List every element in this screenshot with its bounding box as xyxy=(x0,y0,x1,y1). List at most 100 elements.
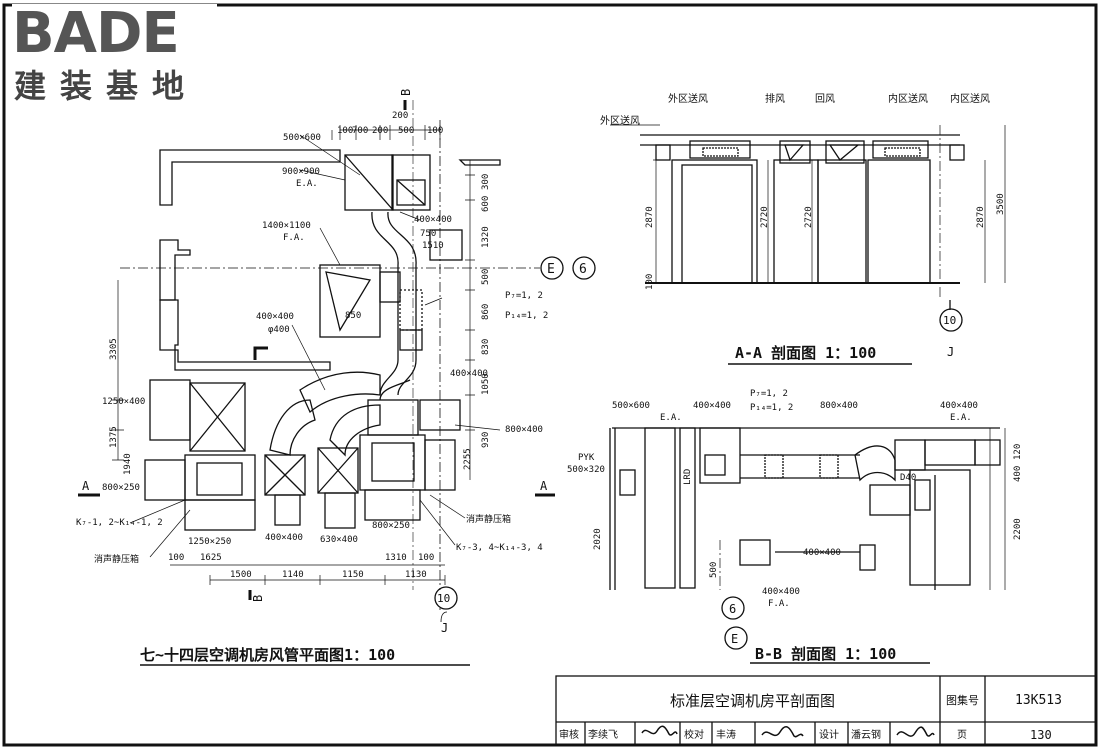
designer-signature xyxy=(896,726,935,737)
bb-label-14: F.A. xyxy=(768,599,790,609)
section-aa-view xyxy=(610,124,1006,365)
aa-label-5: 外区送风 xyxy=(600,114,640,127)
bb-label-0: 500×600 xyxy=(612,401,650,411)
aa-label-3: 内区送风 xyxy=(888,92,928,105)
plan-duct-label-8: 800×400 xyxy=(505,425,543,435)
aa-title: A-A 剖面图 1：100 xyxy=(735,344,876,362)
design-label: 设计 xyxy=(819,728,839,741)
plan-text: 100 700 200 500 100 200 500×600 900×900 … xyxy=(76,89,587,664)
logo-brand: BADE xyxy=(12,1,180,66)
plan-duct-label-5: 400×400 xyxy=(256,312,294,322)
plan-dim-top-0: 100 xyxy=(337,126,353,136)
title-block-text: 标准层空调机房平剖面图 图集号 13K513 审核 李续飞 校对 丰涛 设计 潘… xyxy=(559,692,1062,742)
bb-label-11: D40 xyxy=(900,473,916,483)
plan-axis-e: E xyxy=(547,262,555,277)
bb-label-3: P₇=1, 2 xyxy=(750,389,788,399)
plan-dim-left-2: 1940 xyxy=(123,453,133,475)
aa-dim-4: 3500 xyxy=(996,193,1006,215)
plan-dim-left-0: 3305 xyxy=(109,338,119,360)
plan-dim-right-3: 500 xyxy=(481,269,491,285)
checker-signature xyxy=(761,726,804,738)
plan-duct-label-14: 800×250 xyxy=(372,521,410,531)
aa-axis-10: 10 xyxy=(943,314,956,327)
plan-section-b-top: B xyxy=(399,89,413,96)
bb-dim-4: 120 xyxy=(1013,444,1023,460)
aa-label-2: 回风 xyxy=(815,93,835,105)
plan-pressure-0: P₇=1, 2 xyxy=(505,291,543,301)
plan-duct-label-4: F.A. xyxy=(283,233,305,243)
plan-dim-small-2: 1310 xyxy=(385,553,407,563)
plan-duct-label-3: 1400×1100 xyxy=(262,221,311,231)
bb-label-1: E.A. xyxy=(660,413,682,423)
atlas-label: 图集号 xyxy=(946,693,979,707)
plan-dim-bottom-3: 1130 xyxy=(405,570,427,580)
bb-label-13: 400×400 xyxy=(762,587,800,597)
plan-title: 七~十四层空调机房风管平面图1：100 xyxy=(140,646,395,664)
plan-dim-right-8: 2255 xyxy=(463,448,473,470)
plan-section-a-left: A xyxy=(82,479,90,493)
plan-k-label-left: K₇-1, 2~K₁₄-1, 2 xyxy=(76,518,163,528)
section-aa-text: 外区送风 排风 回风 内区送风 内区送风 外区送风 2870 2720 2720… xyxy=(600,92,1006,362)
plan-dim-top-4: 100 xyxy=(427,126,443,136)
sheet-border xyxy=(2,3,1098,747)
plan-axis-10: 10 xyxy=(437,592,450,605)
section-bb-text: 500×600 E.A. 400×400 P₇=1, 2 P₁₄=1, 2 80… xyxy=(567,389,1023,663)
bb-label-2: 400×400 xyxy=(693,401,731,411)
plan-dim-right-1: 600 xyxy=(481,196,491,212)
aa-dim-2: 2720 xyxy=(804,206,814,228)
title-block xyxy=(555,675,1097,746)
plan-duct-label-9: 1250×400 xyxy=(102,397,145,407)
page-label: 页 xyxy=(957,729,967,741)
aa-dim-5: 100 xyxy=(645,274,655,290)
plan-axis-6: 6 xyxy=(579,262,587,277)
plan-inner-dim-1: 1510 xyxy=(422,241,444,251)
plan-duct-label-7b: 400×400 xyxy=(450,369,488,379)
designer-name: 潘云钢 xyxy=(851,728,881,741)
aa-label-4: 内区送风 xyxy=(950,92,990,105)
review-label: 审核 xyxy=(559,728,579,741)
atlas-no: 13K513 xyxy=(1015,693,1062,708)
plan-pressure-1: P₁₄=1, 2 xyxy=(505,311,548,321)
bb-dim-3: 400 xyxy=(1013,466,1023,482)
plan-dim-right-7: 930 xyxy=(481,432,491,448)
plan-dim-bottom-0: 1500 xyxy=(230,570,252,580)
plan-duct-label-2: E.A. xyxy=(296,179,318,189)
plan-inner-dim-2: 850 xyxy=(345,311,361,321)
plan-dim-bottom-2: 1150 xyxy=(342,570,364,580)
bb-dim-1: 500 xyxy=(709,562,719,578)
aa-label-1: 排风 xyxy=(765,92,785,105)
plan-section-a-right: A xyxy=(540,479,548,493)
plan-dim-right-5: 830 xyxy=(481,339,491,355)
plan-dim-small-3: 100 xyxy=(418,553,434,563)
plan-axis-j: J xyxy=(441,621,448,635)
plan-duct-label-0: 500×600 xyxy=(283,133,321,143)
plan-duct-label-7: 400×400 xyxy=(414,215,452,225)
plan-dim-right-6: 1050 xyxy=(481,373,491,395)
bb-axis-e: E xyxy=(731,632,738,646)
plan-dim-top-2: 200 xyxy=(392,111,408,121)
bb-label-4: P₁₄=1, 2 xyxy=(750,403,793,413)
aa-axis-j: J xyxy=(947,345,954,359)
check-label: 校对 xyxy=(684,728,704,741)
aa-dim-3: 2870 xyxy=(976,206,986,228)
checker-name: 丰涛 xyxy=(716,728,736,741)
bade-logo: BADE 建装基地 xyxy=(12,4,217,108)
plan-duct-label-11: 1250×250 xyxy=(188,537,231,547)
aa-label-0: 外区送风 xyxy=(668,92,708,105)
logo-subtitle: 建装基地 xyxy=(14,67,199,105)
plan-dim-left-1: 1375 xyxy=(109,426,119,448)
plan-duct-label-13: 630×400 xyxy=(320,535,358,545)
page-no: 130 xyxy=(1030,728,1052,742)
bb-dim-2: 2200 xyxy=(1013,518,1023,540)
bb-axis-6: 6 xyxy=(729,602,736,616)
plan-dim-top-1: 700 xyxy=(352,126,368,136)
plan-view xyxy=(78,100,596,666)
plan-duct-label-12: 400×400 xyxy=(265,533,303,543)
plan-section-b-bottom: B xyxy=(251,595,265,602)
plan-dim-right-2: 1320 xyxy=(481,226,491,248)
bb-label-5: 800×400 xyxy=(820,401,858,411)
plan-dim-top-3: 500 xyxy=(398,126,414,136)
plan-dim-right-4: 860 xyxy=(481,304,491,320)
plan-dim-right-0: 300 xyxy=(481,174,491,190)
